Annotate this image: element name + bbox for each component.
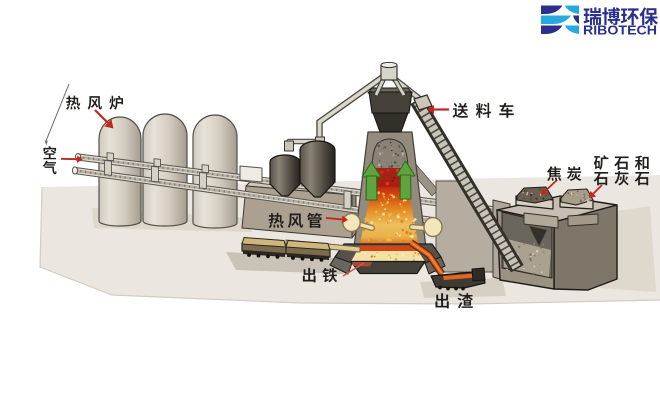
svg-text:RIBOTECH: RIBOTECH — [583, 24, 657, 38]
